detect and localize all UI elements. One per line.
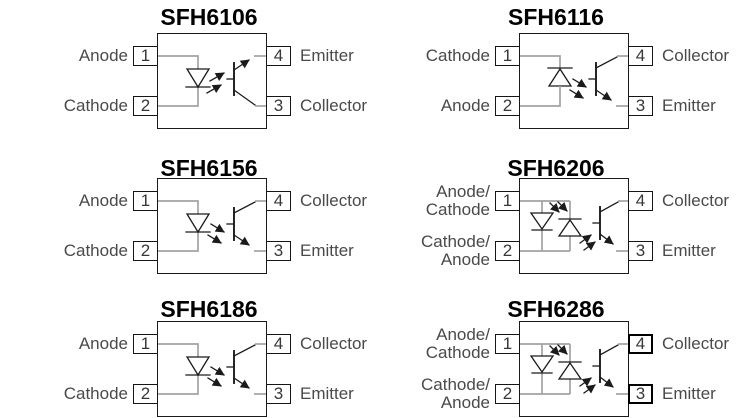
diagram-title: SFH6106 bbox=[160, 4, 258, 30]
diagram-sfh6186: SFH6186 Anode Cathode Collector Emitter bbox=[0, 288, 372, 418]
pin-2-box: 2 bbox=[495, 241, 520, 261]
diagram-title: SFH6156 bbox=[160, 155, 258, 181]
pin-2-box: 2 bbox=[133, 96, 158, 116]
circuit-drawing bbox=[520, 343, 628, 395]
diagram-sfh6156: SFH6156 Anode Cathode Collector Emitter bbox=[0, 145, 372, 288]
pin-3-label: Collector bbox=[300, 96, 368, 115]
pin-1-label: Anode bbox=[78, 191, 128, 210]
pin-1-label: Cathode bbox=[425, 46, 490, 65]
circuit-drawing bbox=[520, 55, 628, 107]
pin-3-box: 3 bbox=[628, 96, 653, 116]
pin-4-label: Collector bbox=[300, 334, 368, 353]
light-arrows-icon bbox=[569, 78, 587, 99]
led-symbol bbox=[158, 55, 211, 107]
package-outline bbox=[519, 33, 629, 129]
pin-1-label: Anode bbox=[78, 46, 128, 65]
diagram-title: SFH6116 bbox=[508, 4, 604, 30]
package-outline bbox=[157, 178, 267, 274]
phototransistor-symbol bbox=[592, 343, 628, 395]
pin-3-label: Emitter bbox=[662, 96, 716, 115]
diagram-title: SFH6206 bbox=[507, 155, 605, 181]
pin-2-box: 2 bbox=[133, 384, 158, 404]
diagram-title: SFH6186 bbox=[160, 296, 258, 322]
pin-1-label: Anode/ Cathode bbox=[425, 325, 490, 362]
pin-4-label: Collector bbox=[300, 191, 368, 210]
pin-3-box: 3 bbox=[266, 96, 291, 116]
pin-4-label: Collector bbox=[662, 46, 730, 65]
pin-2-box: 2 bbox=[133, 241, 158, 261]
diagram-sfh6286: SFH6286 Anode/ Cathode Cathode/ Anode Co… bbox=[362, 288, 745, 418]
pin-2-label: Cathode/ Anode bbox=[421, 375, 490, 412]
pin-2-box: 2 bbox=[495, 96, 520, 116]
pin-1-box: 1 bbox=[133, 191, 158, 211]
led-symbol bbox=[158, 200, 211, 252]
pin-1-box: 1 bbox=[495, 191, 520, 211]
pin-4-box: 4 bbox=[266, 334, 291, 354]
pin-1-label: Anode/ Cathode bbox=[425, 182, 490, 219]
circuit-drawing bbox=[520, 200, 628, 252]
phototransistor-symbol bbox=[226, 200, 266, 252]
pin-1-box: 1 bbox=[133, 46, 158, 66]
circuit-drawing bbox=[158, 55, 266, 107]
diagram-sfh6106: SFH6106 Anode Cathode Emitter Collector bbox=[0, 0, 372, 144]
pin-4-box: 4 bbox=[266, 46, 291, 66]
pin-1-label: Anode bbox=[78, 334, 128, 353]
pin-2-label: Cathode/ Anode bbox=[421, 232, 490, 269]
light-arrows-icon bbox=[549, 344, 596, 394]
light-arrows-icon bbox=[206, 72, 225, 94]
pin-3-label: Emitter bbox=[662, 241, 716, 260]
phototransistor-symbol bbox=[588, 55, 628, 107]
pin-1-box: 1 bbox=[495, 334, 520, 354]
light-arrows-icon bbox=[207, 223, 225, 244]
pin-3-box: 3 bbox=[266, 241, 291, 261]
circuit-drawing bbox=[158, 343, 266, 395]
phototransistor-symbol bbox=[592, 200, 628, 252]
pin-2-label: Cathode bbox=[63, 96, 128, 115]
pin-3-box: 3 bbox=[628, 241, 653, 261]
pin-2-label: Cathode bbox=[63, 384, 128, 403]
package-outline bbox=[157, 321, 267, 417]
phototransistor-symbol bbox=[226, 343, 266, 395]
dual-led-symbol bbox=[520, 343, 583, 395]
pin-1-box: 1 bbox=[133, 334, 158, 354]
pin-3-label: Emitter bbox=[300, 384, 354, 403]
pin-3-box: 3 bbox=[628, 384, 653, 404]
led-symbol bbox=[520, 55, 573, 107]
dual-led-symbol bbox=[520, 200, 583, 252]
diagram-title: SFH6286 bbox=[507, 296, 605, 322]
diagram-sfh6206: SFH6206 Anode/ Cathode Cathode/ Anode Co… bbox=[362, 145, 745, 288]
package-outline bbox=[157, 33, 267, 129]
diagram-sfh6116: SFH6116 Cathode Anode Collector Emitter bbox=[362, 0, 745, 144]
pin-4-box: 4 bbox=[628, 46, 653, 66]
pin-3-label: Emitter bbox=[300, 241, 354, 260]
pin-4-box: 4 bbox=[628, 191, 653, 211]
light-arrows-icon bbox=[207, 366, 225, 387]
pin-4-box: 4 bbox=[628, 334, 653, 354]
pin-3-box: 3 bbox=[266, 384, 291, 404]
phototransistor-symbol bbox=[226, 55, 266, 107]
pin-1-box: 1 bbox=[495, 46, 520, 66]
pin-4-box: 4 bbox=[266, 191, 291, 211]
led-symbol bbox=[158, 343, 211, 395]
pin-4-label: Emitter bbox=[300, 46, 354, 65]
pin-4-label: Collector bbox=[662, 191, 730, 210]
pin-2-box: 2 bbox=[495, 384, 520, 404]
pin-3-label: Emitter bbox=[662, 384, 716, 403]
pin-2-label: Anode bbox=[440, 96, 490, 115]
pin-2-label: Cathode bbox=[63, 241, 128, 260]
circuit-drawing bbox=[158, 200, 266, 252]
light-arrows-icon bbox=[549, 201, 596, 251]
pin-4-label: Collector bbox=[662, 334, 730, 353]
